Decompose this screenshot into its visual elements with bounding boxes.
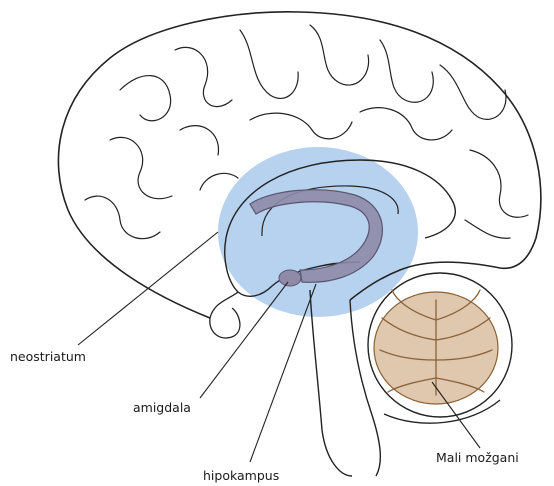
pointer-neostriatum (78, 232, 218, 345)
label-neostriatum: neostriatum (10, 351, 86, 364)
label-hipokampus: hipokampus (203, 470, 279, 483)
limbic-region-highlight (218, 147, 418, 317)
pointer-amigdala (200, 282, 288, 398)
label-mali-mozgani: Mali možgani (436, 452, 519, 465)
brainstem (310, 290, 352, 476)
cerebellum (368, 273, 512, 423)
optic-chiasm-outline (210, 292, 240, 338)
amygdala (279, 270, 301, 286)
label-amigdala: amigdala (133, 402, 191, 415)
